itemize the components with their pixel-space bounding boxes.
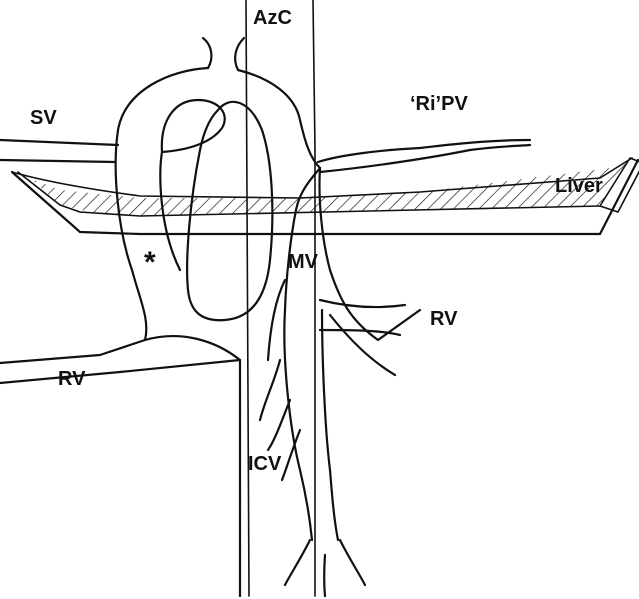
label-mv: MV [288, 251, 319, 273]
label-icv: ICV [248, 453, 282, 475]
label-azc: AzC [253, 7, 292, 29]
arch-neck [203, 38, 244, 70]
liver-band [12, 158, 639, 234]
icv-trunk [260, 168, 420, 596]
label-rv-right: RV [430, 308, 458, 330]
main-arch-vessel [0, 68, 320, 596]
ripv-vessel [318, 140, 530, 172]
sv-vessel [0, 140, 118, 162]
label-rv-left: RV [58, 368, 86, 390]
label-asterisk: * [144, 246, 156, 279]
label-sv: SV [30, 107, 57, 129]
label-liver: Liver [555, 175, 603, 197]
label-ripv: ‘Ri’PV [410, 93, 468, 115]
